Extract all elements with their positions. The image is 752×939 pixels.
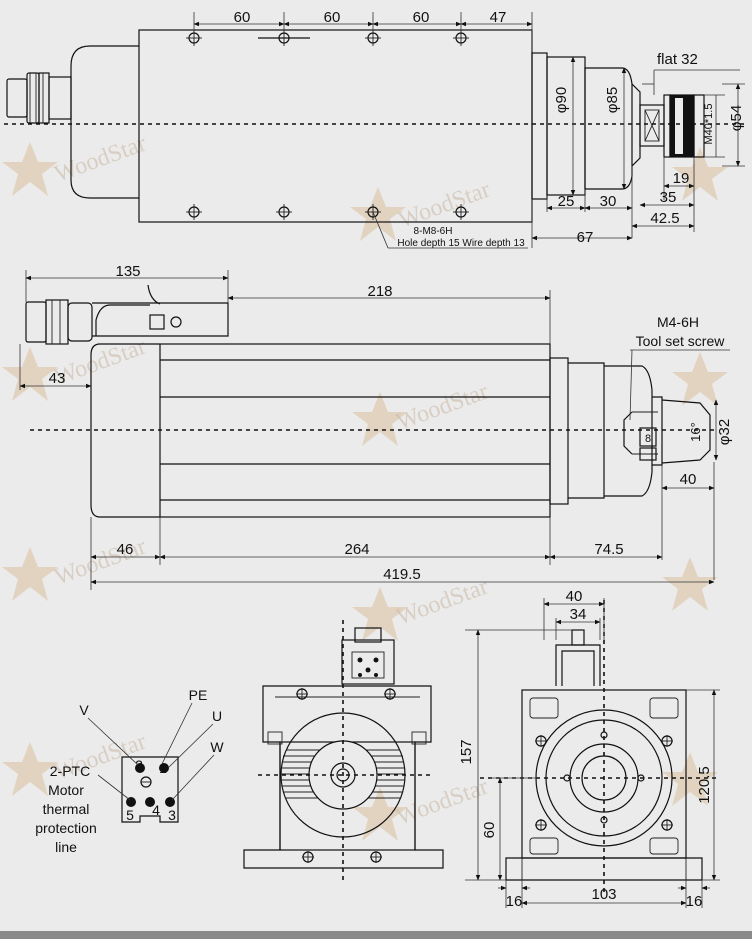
label-u: U (212, 708, 222, 724)
dim-67: 67 (577, 229, 594, 246)
dim-103: 103 (591, 886, 616, 903)
dim-top-3: 60 (413, 9, 430, 26)
dim-16-left: 16 (506, 893, 523, 910)
dim-40-end: 40 (566, 588, 583, 605)
dim-35: 35 (660, 189, 677, 206)
label-protection: protection (35, 820, 96, 836)
bolt-hole (535, 735, 547, 747)
phi90-label: φ90 (553, 87, 570, 113)
dim-16-right: 16 (686, 893, 703, 910)
pin-1: 1 (159, 760, 167, 776)
dim-42-5: 42.5 (650, 210, 679, 227)
screw (302, 851, 314, 863)
mount-hole (276, 204, 292, 220)
dim-34-end: 34 (570, 606, 587, 623)
watermark-text: WoodStar (393, 379, 492, 436)
angle-label: 16° (688, 422, 703, 442)
dim-264: 264 (344, 541, 369, 558)
label-motor: Motor (48, 782, 84, 798)
hole-note-2: Hole depth 15 Wire depth 13 (397, 238, 525, 249)
thread-label: M40*1.5 (703, 104, 715, 145)
mount-hole (453, 30, 469, 46)
flat-label: flat 32 (657, 51, 698, 68)
dim-top-1: 60 (234, 9, 251, 26)
phi85-label: φ85 (604, 87, 621, 113)
phi54-label: φ54 (728, 105, 745, 131)
bolt-hole (535, 819, 547, 831)
watermark-text: WoodStar (51, 334, 150, 391)
rear-end-view (243, 620, 444, 880)
mount-hole (186, 204, 202, 220)
label-w: W (210, 739, 224, 755)
hole-note-1: 8-M8-6H (414, 226, 453, 237)
dim-top-4: 47 (490, 9, 507, 26)
dim-40-side: 40 (680, 471, 697, 488)
dim-120-5: 120.5 (696, 766, 713, 804)
dim-60-end: 60 (481, 822, 498, 839)
screw-label-1: M4-6H (657, 314, 699, 330)
screw (370, 851, 382, 863)
dim-74-5: 74.5 (594, 541, 623, 558)
pin-3: 3 (168, 807, 176, 823)
pin-4: 4 (152, 802, 160, 818)
screw (384, 688, 396, 700)
label-pe: PE (189, 687, 208, 703)
dim-30: 30 (600, 193, 617, 210)
front-end-view: 40 34 157 60 120.5 103 16 16 (458, 588, 720, 910)
screw (296, 688, 308, 700)
screw-label-2: Tool set screw (636, 333, 726, 349)
pin-5: 5 (126, 807, 134, 823)
dim-135: 135 (115, 263, 140, 280)
dim-25: 25 (558, 193, 575, 210)
mount-hole (365, 30, 381, 46)
watermark-layer: WoodStar WoodStar WoodStar WoodStar Wood… (2, 131, 728, 841)
dim-43: 43 (49, 370, 66, 387)
bolt-hole (661, 819, 673, 831)
label-ptc: 2-PTC (50, 763, 90, 779)
pin-2: 2 (135, 757, 143, 773)
watermark-text: WoodStar (51, 131, 150, 188)
dim-total: 419.5 (383, 566, 421, 583)
watermark-text: WoodStar (393, 774, 492, 831)
mount-hole (453, 204, 469, 220)
phi32-label: φ32 (716, 419, 733, 445)
bolt-hole (661, 735, 673, 747)
dim-19: 19 (673, 170, 690, 187)
collet-size-label: 8 (645, 433, 651, 445)
dim-218: 218 (367, 283, 392, 300)
wiring-diagram: 2 1 4 5 3 V PE U W 2-PTC Motor thermal p… (35, 687, 224, 855)
label-thermal: thermal (43, 801, 90, 817)
label-v: V (79, 702, 89, 718)
bottom-bar (0, 931, 752, 939)
dim-top-2: 60 (324, 9, 341, 26)
dim-157: 157 (458, 739, 475, 764)
side-view: 8 135 218 43 M4-6H Tool set screw 16° φ3… (19, 263, 733, 590)
mount-hole (186, 30, 202, 46)
dim-46: 46 (117, 541, 134, 558)
label-line: line (55, 839, 77, 855)
top-view: 60 60 60 47 flat 32 φ90 φ85 M40*1.5 φ54 … (4, 9, 745, 249)
